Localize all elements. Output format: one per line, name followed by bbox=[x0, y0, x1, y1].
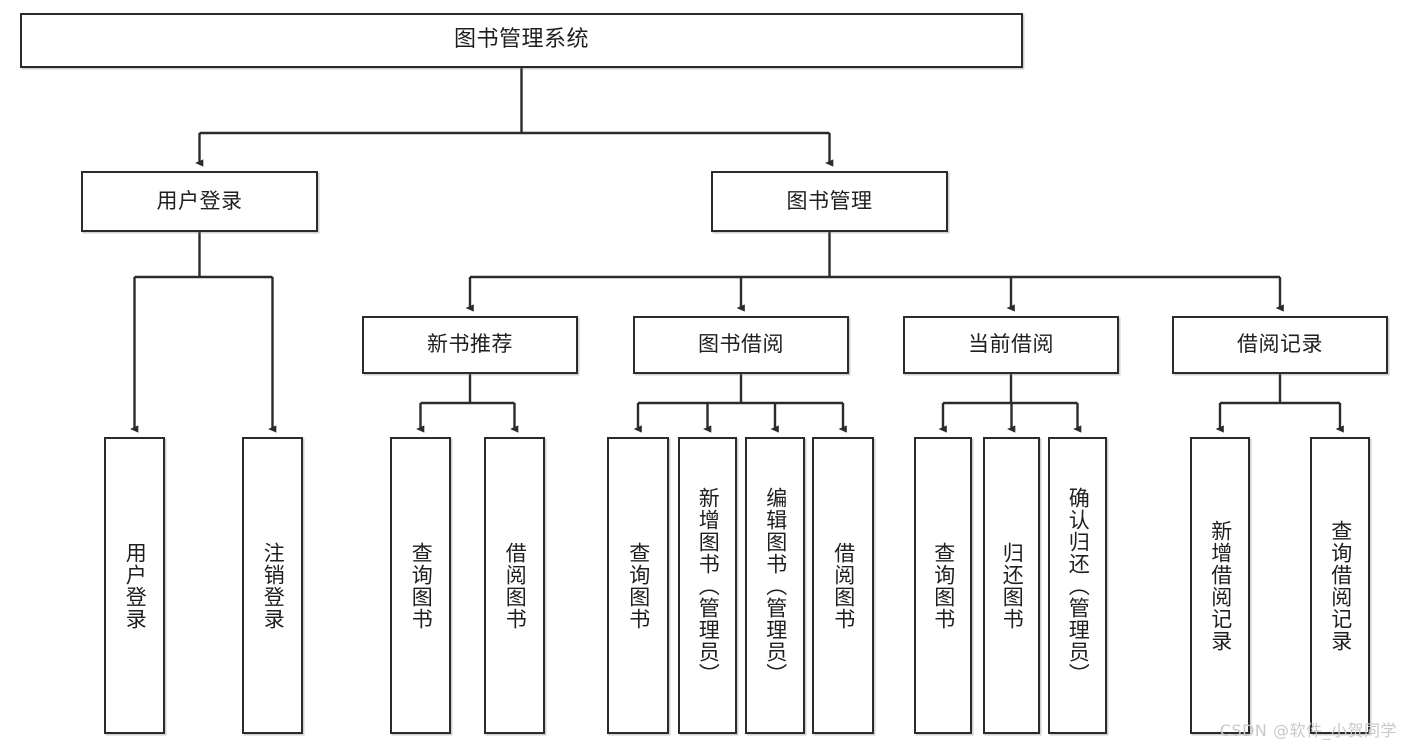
leaf-add-borrow-record[interactable]: 新增借阅记录 bbox=[1190, 437, 1250, 734]
node-label: 借阅图书 bbox=[503, 541, 528, 630]
node-label: 查询图书 bbox=[409, 541, 434, 630]
node-label: 图书管理系统 bbox=[453, 27, 589, 53]
node-borrow-record[interactable]: 借阅记录 bbox=[1172, 316, 1388, 374]
node-label: 当前借阅 bbox=[968, 332, 1054, 357]
node-label: 编辑图书（管理员） bbox=[763, 486, 788, 685]
node-label: 用户登录 bbox=[156, 188, 243, 213]
node-book-management[interactable]: 图书管理 bbox=[711, 171, 948, 232]
node-label: 注销登录 bbox=[261, 541, 286, 630]
leaf-query-book-current[interactable]: 查询图书 bbox=[914, 437, 972, 734]
leaf-query-book-recommend[interactable]: 查询图书 bbox=[390, 437, 451, 734]
node-label: 图书借阅 bbox=[698, 332, 784, 357]
node-label: 查询借阅记录 bbox=[1328, 519, 1353, 652]
node-label: 查询图书 bbox=[626, 541, 651, 630]
leaf-user-login[interactable]: 用户登录 bbox=[104, 437, 165, 734]
leaf-borrow-book-recommend[interactable]: 借阅图书 bbox=[484, 437, 545, 734]
leaf-query-book-borrow[interactable]: 查询图书 bbox=[607, 437, 669, 734]
leaf-edit-book-admin[interactable]: 编辑图书（管理员） bbox=[745, 437, 805, 734]
leaf-return-book[interactable]: 归还图书 bbox=[983, 437, 1040, 734]
node-label: 确认归还（管理员） bbox=[1066, 486, 1091, 685]
node-book-borrow[interactable]: 图书借阅 bbox=[633, 316, 849, 374]
leaf-borrow-book[interactable]: 借阅图书 bbox=[812, 437, 874, 734]
leaf-query-borrow-record[interactable]: 查询借阅记录 bbox=[1310, 437, 1370, 734]
node-label: 图书管理 bbox=[786, 188, 873, 213]
node-label: 查询图书 bbox=[931, 541, 956, 630]
node-label: 借阅记录 bbox=[1237, 332, 1323, 357]
node-label: 新增借阅记录 bbox=[1208, 519, 1233, 652]
leaf-logout-login[interactable]: 注销登录 bbox=[242, 437, 303, 734]
leaf-add-book-admin[interactable]: 新增图书（管理员） bbox=[678, 437, 737, 734]
node-label: 借阅图书 bbox=[831, 541, 856, 630]
node-label: 新书推荐 bbox=[427, 332, 513, 357]
node-new-book-recommend[interactable]: 新书推荐 bbox=[362, 316, 578, 374]
watermark-text: CSDN @软件_小贺同学 bbox=[1219, 721, 1397, 740]
node-user-login[interactable]: 用户登录 bbox=[81, 171, 318, 232]
leaf-confirm-return-admin[interactable]: 确认归还（管理员） bbox=[1048, 437, 1107, 734]
node-label: 用户登录 bbox=[123, 541, 148, 630]
node-current-borrow[interactable]: 当前借阅 bbox=[903, 316, 1119, 374]
node-root-book-management-system[interactable]: 图书管理系统 bbox=[20, 13, 1023, 68]
node-label: 新增图书（管理员） bbox=[696, 486, 721, 685]
node-label: 归还图书 bbox=[1000, 541, 1025, 630]
